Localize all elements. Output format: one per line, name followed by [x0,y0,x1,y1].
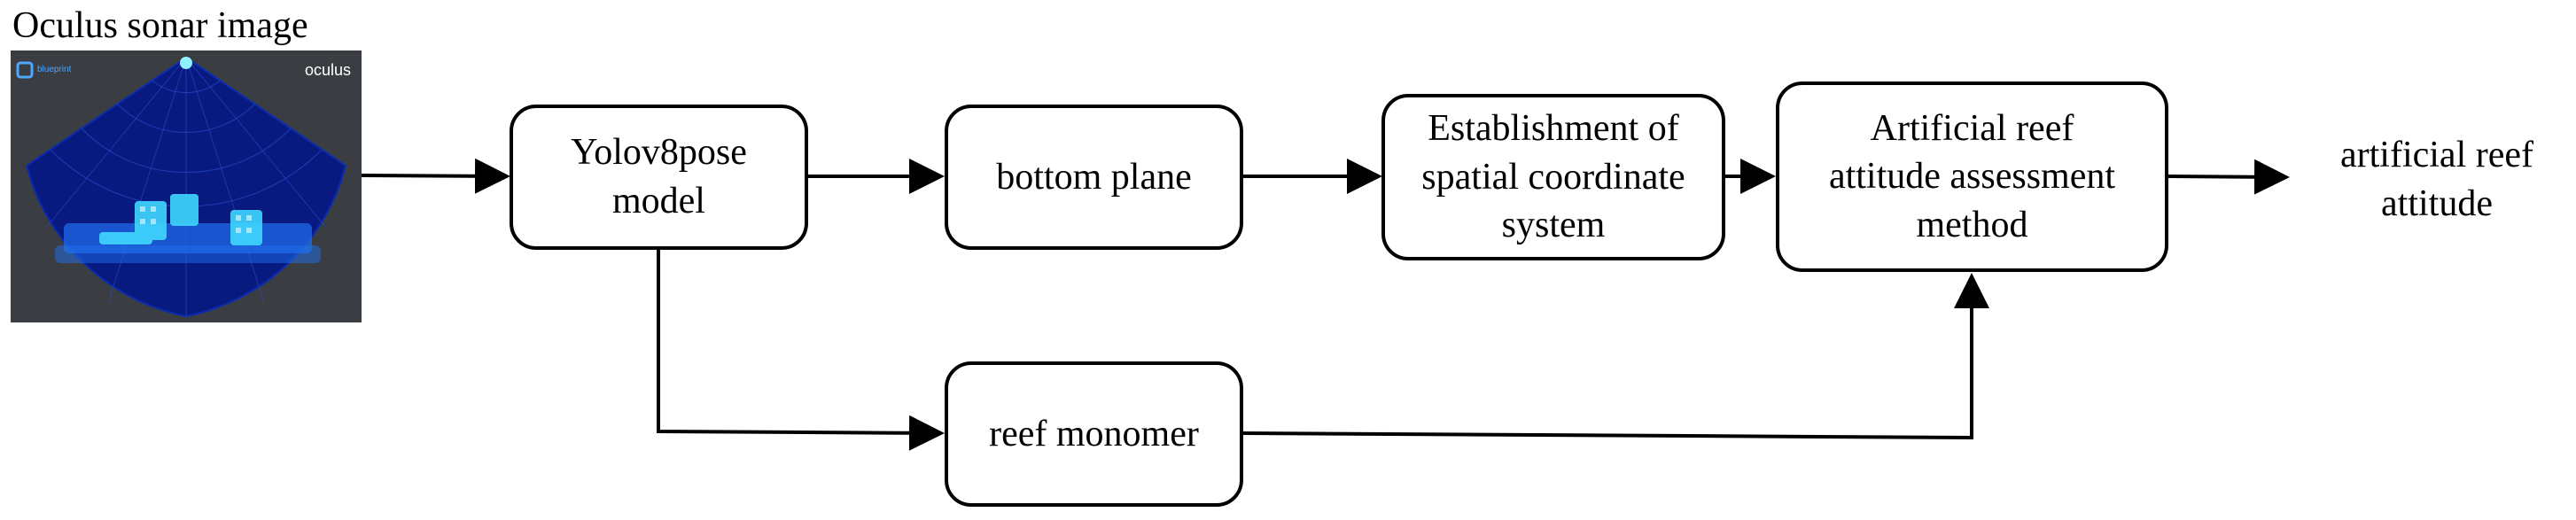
output-artificial-reef-attitude: artificial reef attitude [2340,135,2533,224]
node-yolov8pose-model: Yolov8pose model [510,105,808,250]
node-yolov8pose-model-label: Yolov8pose model [571,132,747,221]
node-reef-monomer: reef monomer [945,361,1243,507]
arrow-assessment-to-output [2167,159,2290,195]
node-bottom-plane-label: bottom plane [996,156,1192,198]
node-establishment-label: Establishment of spatial coordinate syst… [1421,108,1685,246]
node-attitude-assessment-method: Artificial reef attitude assessment meth… [1776,81,2168,272]
sonar-image: blueprint oculus [11,50,362,322]
arrow-yolo-to-reef-monomer [657,250,945,451]
input-caption: Oculus sonar image [12,5,308,46]
blueprint-logo-text: blueprint [37,65,72,74]
arrow-image-to-yolo [361,158,510,194]
blueprint-logo: blueprint [16,61,72,79]
node-bottom-plane: bottom plane [945,105,1243,250]
node-reef-monomer-label: reef monomer [989,413,1199,454]
arrow-reef-monomer-to-assessment [1242,273,1989,440]
node-establishment-coordinate-system: Establishment of spatial coordinate syst… [1381,94,1725,260]
oculus-logo-text: oculus [305,61,351,79]
node-assessment-label: Artificial reef attitude assessment meth… [1828,107,2116,245]
